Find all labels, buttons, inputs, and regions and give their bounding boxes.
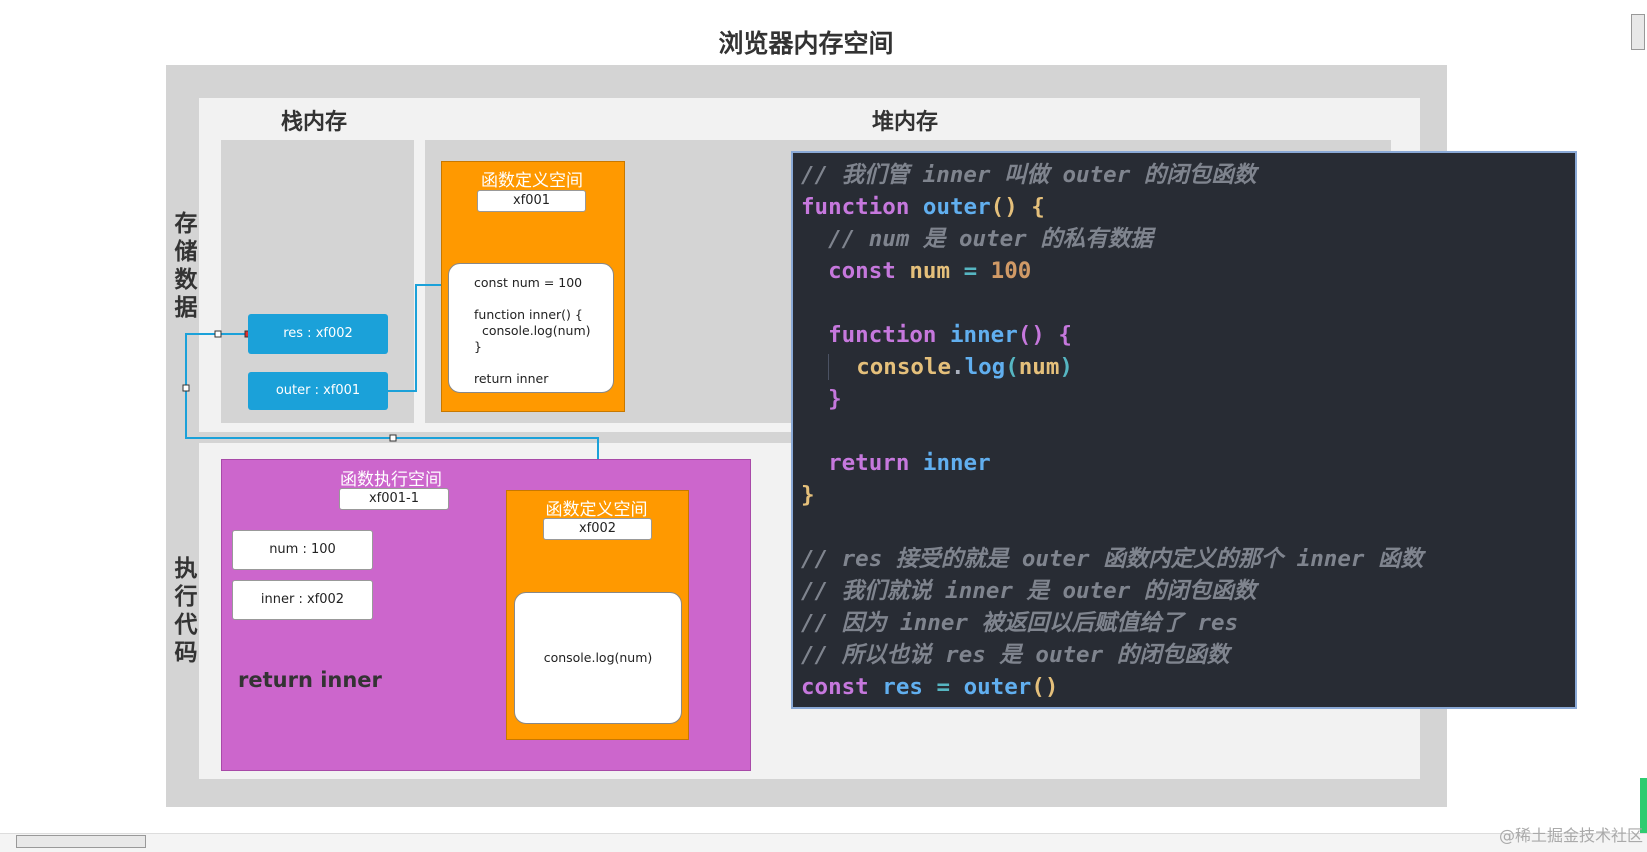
exec-space-addr: xf001-1 <box>339 488 449 510</box>
def-space-2-code: console.log(num) <box>514 592 682 724</box>
vertical-scrollbar-thumb[interactable] <box>1631 14 1645 50</box>
code-line: // res 接受的就是 outer 函数内定义的那个 inner 函数 <box>801 543 1575 575</box>
def-space-2-title: 函数定义空间 <box>545 500 648 520</box>
code-line: // 所以也说 res 是 outer 的闭包函数 <box>801 639 1575 671</box>
watermark: @稀土掘金技术社区 <box>1498 826 1643 845</box>
code-comment: // 我们管 inner 叫做 outer 的闭包函数 <box>801 162 1257 188</box>
exec-var-inner: inner : xf002 <box>232 580 373 620</box>
heap-heading: 堆内存 <box>872 110 939 135</box>
def-space-title: 函数定义空间 <box>481 171 583 191</box>
code-comment: // 因为 inner 被返回以后赋值给了 res <box>801 610 1239 636</box>
exec-return-text: return inner <box>238 668 382 692</box>
exec-code-label: 执行代码 <box>174 556 198 666</box>
stack-item-res: res : xf002 <box>248 314 388 354</box>
code-line: return inner <box>828 450 991 476</box>
def-space-code: const num = 100 function inner() { conso… <box>448 263 614 393</box>
code-comment: // res 接受的就是 outer 函数内定义的那个 inner 函数 <box>801 546 1423 572</box>
code-comment: // num 是 outer 的私有数据 <box>801 226 1153 252</box>
code-line <box>801 287 1575 319</box>
code-editor: // 我们管 inner 叫做 outer 的闭包函数 function out… <box>791 151 1577 709</box>
stack-heading: 栈内存 <box>281 110 348 135</box>
code-comment: // 所以也说 res 是 outer 的闭包函数 <box>801 642 1230 668</box>
code-line: // num 是 outer 的私有数据 <box>801 223 1575 255</box>
code-line: const res = outer() <box>801 674 1059 700</box>
code-line <box>801 415 1575 447</box>
handle <box>389 434 397 442</box>
code-line: } <box>828 386 842 412</box>
exec-space-title: 函数执行空间 <box>340 470 442 490</box>
horizontal-scroll-track <box>0 833 1647 852</box>
code-line: // 我们就说 inner 是 outer 的闭包函数 <box>801 575 1575 607</box>
code-line: } <box>801 482 815 508</box>
handle <box>182 384 190 392</box>
code-line: // 我们管 inner 叫做 outer 的闭包函数 <box>801 159 1575 191</box>
code-line: console.log(num) <box>801 351 1575 383</box>
def-space-2-addr: xf002 <box>543 518 652 540</box>
stack-item-outer: outer : xf001 <box>248 372 388 410</box>
code-line <box>801 511 1575 543</box>
outer-connector <box>388 284 442 392</box>
code-line: const num = 100 <box>828 258 1032 284</box>
store-data-label: 存储数据 <box>174 211 198 321</box>
horizontal-scrollbar-thumb[interactable] <box>16 835 146 848</box>
code-comment: // 我们就说 inner 是 outer 的闭包函数 <box>801 578 1257 604</box>
code-line: function inner() { <box>828 322 1072 348</box>
handle <box>214 330 222 338</box>
side-indicator <box>1640 778 1647 833</box>
def-space-addr: xf001 <box>477 190 586 212</box>
res-connector <box>185 333 599 488</box>
code-line: function outer() { <box>801 194 1045 220</box>
page-title: 浏览器内存空间 <box>718 29 894 58</box>
code-line: // 因为 inner 被返回以后赋值给了 res <box>801 607 1575 639</box>
exec-var-num: num : 100 <box>232 530 373 570</box>
